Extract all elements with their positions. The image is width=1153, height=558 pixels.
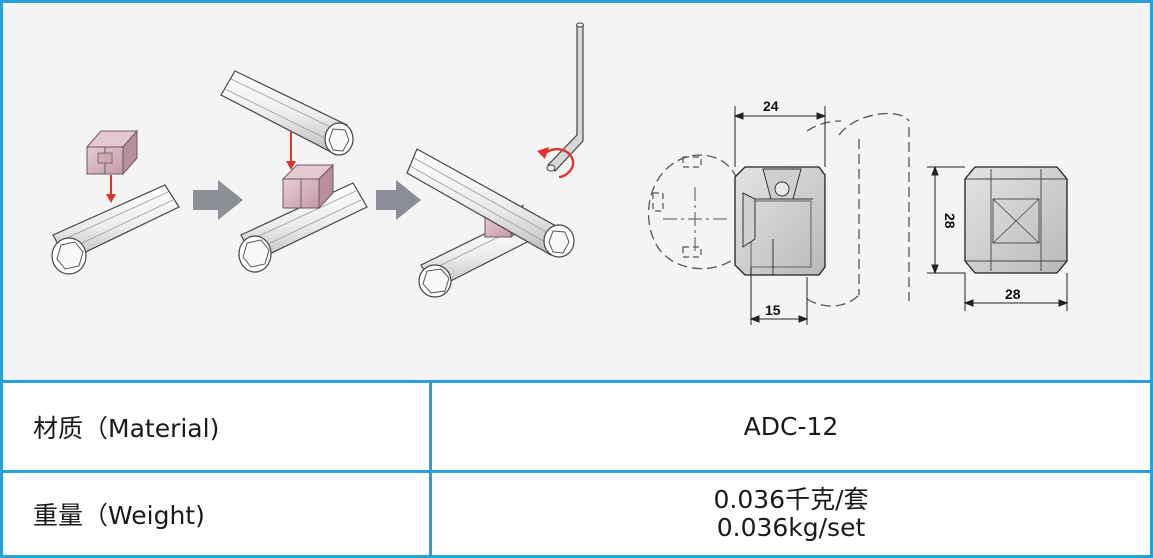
rotate-arrow-icon: [537, 147, 575, 179]
step-1-group: [51, 129, 180, 275]
step-3-group: [406, 22, 584, 298]
material-value: ADC-12: [743, 411, 839, 441]
dimension-width-label: 24: [763, 98, 779, 114]
dimension-depth-label: 15: [765, 302, 781, 318]
connector-part: [85, 129, 139, 176]
tube-2-top: [220, 70, 354, 156]
dimension-depth-lines: [749, 267, 809, 325]
down-arrow-1: [106, 175, 116, 203]
spec-value-material: ADC-12: [432, 383, 1150, 470]
tube-profile-outline: [647, 154, 740, 270]
spec-value-weight: 0.036千克/套 0.036kg/set: [432, 473, 1150, 555]
tube-notches: [652, 156, 702, 258]
assembly-figure: 24 15 28 28: [3, 3, 1150, 380]
hex-key-icon: [546, 22, 584, 172]
dimension-side-width-label: 28: [1005, 286, 1021, 302]
dimension-width-lines: [733, 106, 827, 167]
tube-1: [51, 184, 180, 275]
down-arrow-2: [286, 131, 296, 170]
dimension-height-label: 28: [942, 213, 958, 229]
spec-label-material: 材质（Material): [33, 413, 220, 443]
step-arrow-1: [193, 180, 243, 220]
connector-part-seated: [281, 163, 335, 210]
connector-side-view: [964, 166, 1068, 274]
table-row-rule: [3, 470, 1150, 473]
table-column-rule: [429, 380, 432, 555]
connector-front-view: [734, 166, 826, 276]
spec-label-weight: 重量（Weight): [33, 501, 205, 530]
tube-3-cross: [406, 148, 575, 258]
dimension-side-width-lines: [963, 273, 1069, 311]
assembly-drawing: 24 15 28 28: [51, 22, 1069, 325]
weight-value-metric-en: 0.036kg/set: [716, 513, 866, 542]
dimension-height-lines: [927, 165, 965, 275]
step-arrow-2: [376, 180, 421, 220]
dimension-drawing: [647, 106, 1069, 325]
step-2-group: [220, 70, 368, 273]
table-top-rule: [3, 380, 1150, 383]
weight-value-metric-cn: 0.036千克/套: [713, 485, 869, 514]
